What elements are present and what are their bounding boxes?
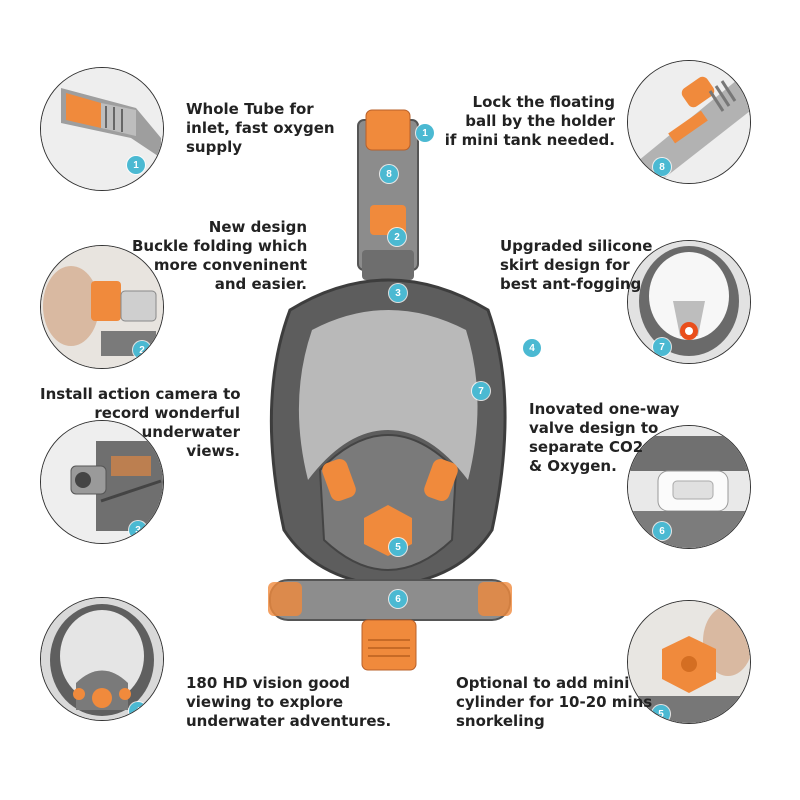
badge-7: 7 [653, 338, 671, 356]
feature-label-7: Upgraded silicone skirt design for best … [500, 237, 653, 293]
badge-3: 3 [129, 521, 147, 539]
badge-4: 4 [129, 702, 147, 720]
feature-label-8: Lock the floating ball by the holder if … [444, 93, 615, 149]
mask-marker-4: 4 [523, 339, 541, 357]
floating-ball-icon [628, 61, 750, 183]
detail-circle-silicone-skirt: 7 [627, 240, 751, 364]
left-valve [322, 459, 356, 501]
floating-ball-holder [365, 109, 411, 151]
mask-marker-8: 8 [380, 165, 398, 183]
feature-label-1: Whole Tube for inlet, fast oxygen supply [186, 100, 335, 156]
detail-circle-buckle: 2 [40, 245, 164, 369]
badge-1: 1 [127, 156, 145, 174]
mask-marker-5: 5 [389, 538, 407, 556]
detail-circle-valve: 6 [627, 425, 751, 549]
vision-icon [41, 598, 163, 720]
tube-icon [41, 68, 163, 190]
badge-2: 2 [133, 341, 151, 359]
breathing-chamber [318, 434, 458, 572]
mask-marker-3: 3 [389, 284, 407, 302]
left-exhaust-cap [268, 582, 302, 616]
feature-label-3: Install action camera to record wonderfu… [40, 385, 241, 460]
right-exhaust-cap [478, 582, 512, 616]
silicone-skirt-icon [628, 241, 750, 363]
detail-circle-tube: 1 [40, 67, 164, 191]
badge-8: 8 [653, 158, 671, 176]
mask-marker-6: 6 [389, 590, 407, 608]
right-valve [424, 459, 458, 501]
mini-cylinder-port [361, 619, 417, 671]
snorkel-mask-illustration [268, 109, 512, 671]
feature-label-2: New design Buckle folding which more con… [132, 218, 308, 293]
mask-marker-2: 2 [388, 228, 406, 246]
mini-cylinder-icon [628, 601, 750, 723]
mask-marker-1: 1 [416, 124, 434, 142]
badge-6: 6 [653, 522, 671, 540]
mask-marker-7: 7 [472, 382, 490, 400]
detail-circle-floating-ball: 8 [627, 60, 751, 184]
buckle [370, 205, 406, 235]
detail-circle-mini-cylinder: 5 [627, 600, 751, 724]
valve-icon [628, 426, 750, 548]
feature-label-4: 180 HD vision good viewing to explore un… [186, 674, 392, 730]
detail-circle-vision: 4 [40, 597, 164, 721]
feature-label-6: Inovated one-way valve design to separat… [529, 400, 680, 475]
camera-mount-icon [41, 421, 163, 543]
lens [298, 310, 478, 480]
detail-circle-camera: 3 [40, 420, 164, 544]
feature-label-5: Optional to add mini cylinder for 10-20 … [456, 674, 653, 730]
badge-5: 5 [652, 705, 670, 723]
tube-connector [362, 250, 414, 280]
